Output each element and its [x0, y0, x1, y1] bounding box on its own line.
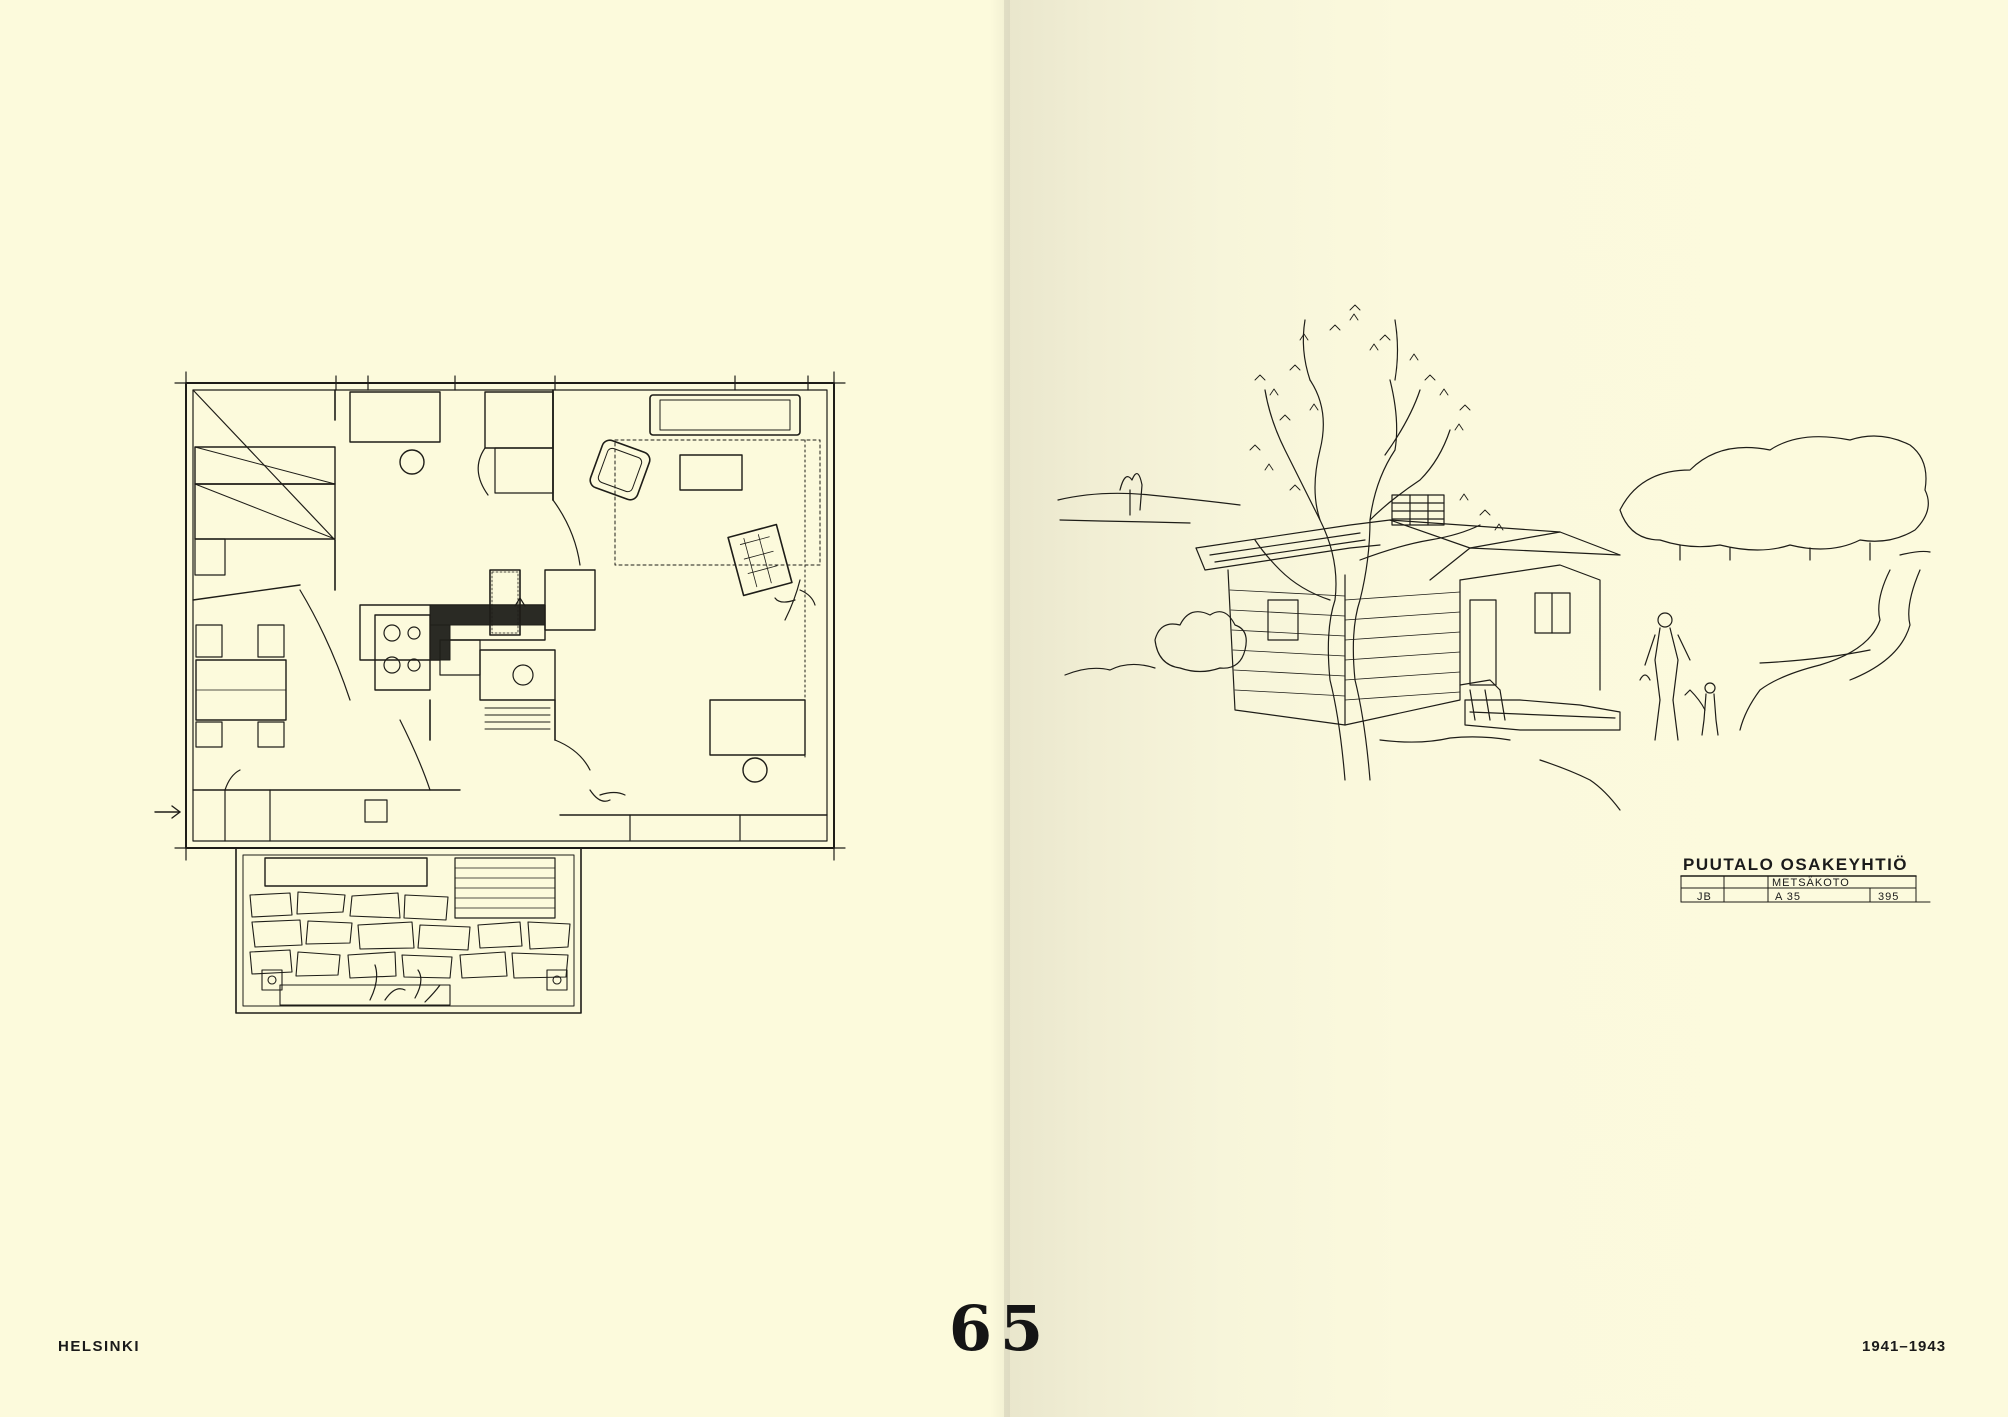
right-page	[1004, 0, 2008, 1417]
running-footer-location: HELSINKI	[58, 1338, 141, 1355]
gutter	[990, 0, 1010, 1417]
initials: JB	[1697, 891, 1712, 903]
company-name: PUUTALO OSAKEYHTIÖ	[1683, 855, 1908, 874]
model-name: METSÄKOTO	[1772, 877, 1850, 889]
running-footer-years: 1941–1943	[1862, 1338, 1947, 1355]
page-number: 65	[948, 1292, 1052, 1365]
drawing-number: 395	[1878, 891, 1899, 903]
type-code: A 35	[1775, 891, 1801, 903]
floor-plan-drawing	[154, 371, 846, 1014]
title-block	[1680, 875, 1931, 903]
